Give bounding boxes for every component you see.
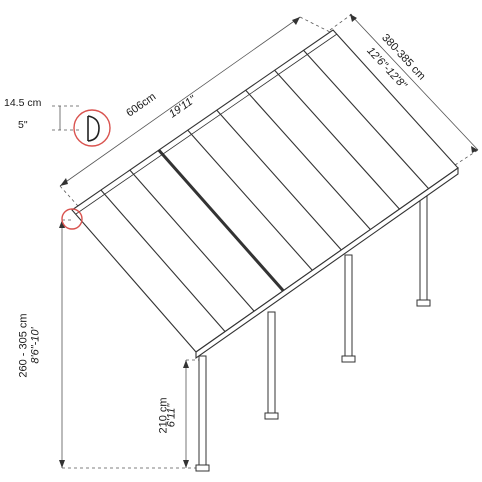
gutter-height-metric-label: 14.5 cm xyxy=(4,97,42,109)
high-height-metric-label: 260 - 305 cm xyxy=(17,313,30,378)
gutter-profile-highlight xyxy=(73,109,111,147)
wall-bracket-highlight xyxy=(61,208,83,230)
low-height-imperial-label: 6'11" xyxy=(165,403,178,428)
dimension-lines xyxy=(52,13,479,469)
length-dimension-line xyxy=(59,16,301,187)
highlight-markers xyxy=(61,109,111,230)
arrowheads xyxy=(59,14,478,468)
high-height-imperial-label: 8'6"-10' xyxy=(29,327,42,364)
post-2 xyxy=(267,311,276,417)
post-4 xyxy=(419,189,428,303)
width-dimension-line xyxy=(349,13,479,151)
center-beam xyxy=(157,149,285,292)
gutter-height-imperial-label: 5" xyxy=(18,119,28,131)
panel-dividers xyxy=(100,49,430,332)
post-3 xyxy=(344,254,353,360)
gutter-profile-icon xyxy=(87,115,100,142)
roof xyxy=(71,29,459,360)
post-1 xyxy=(198,355,207,469)
